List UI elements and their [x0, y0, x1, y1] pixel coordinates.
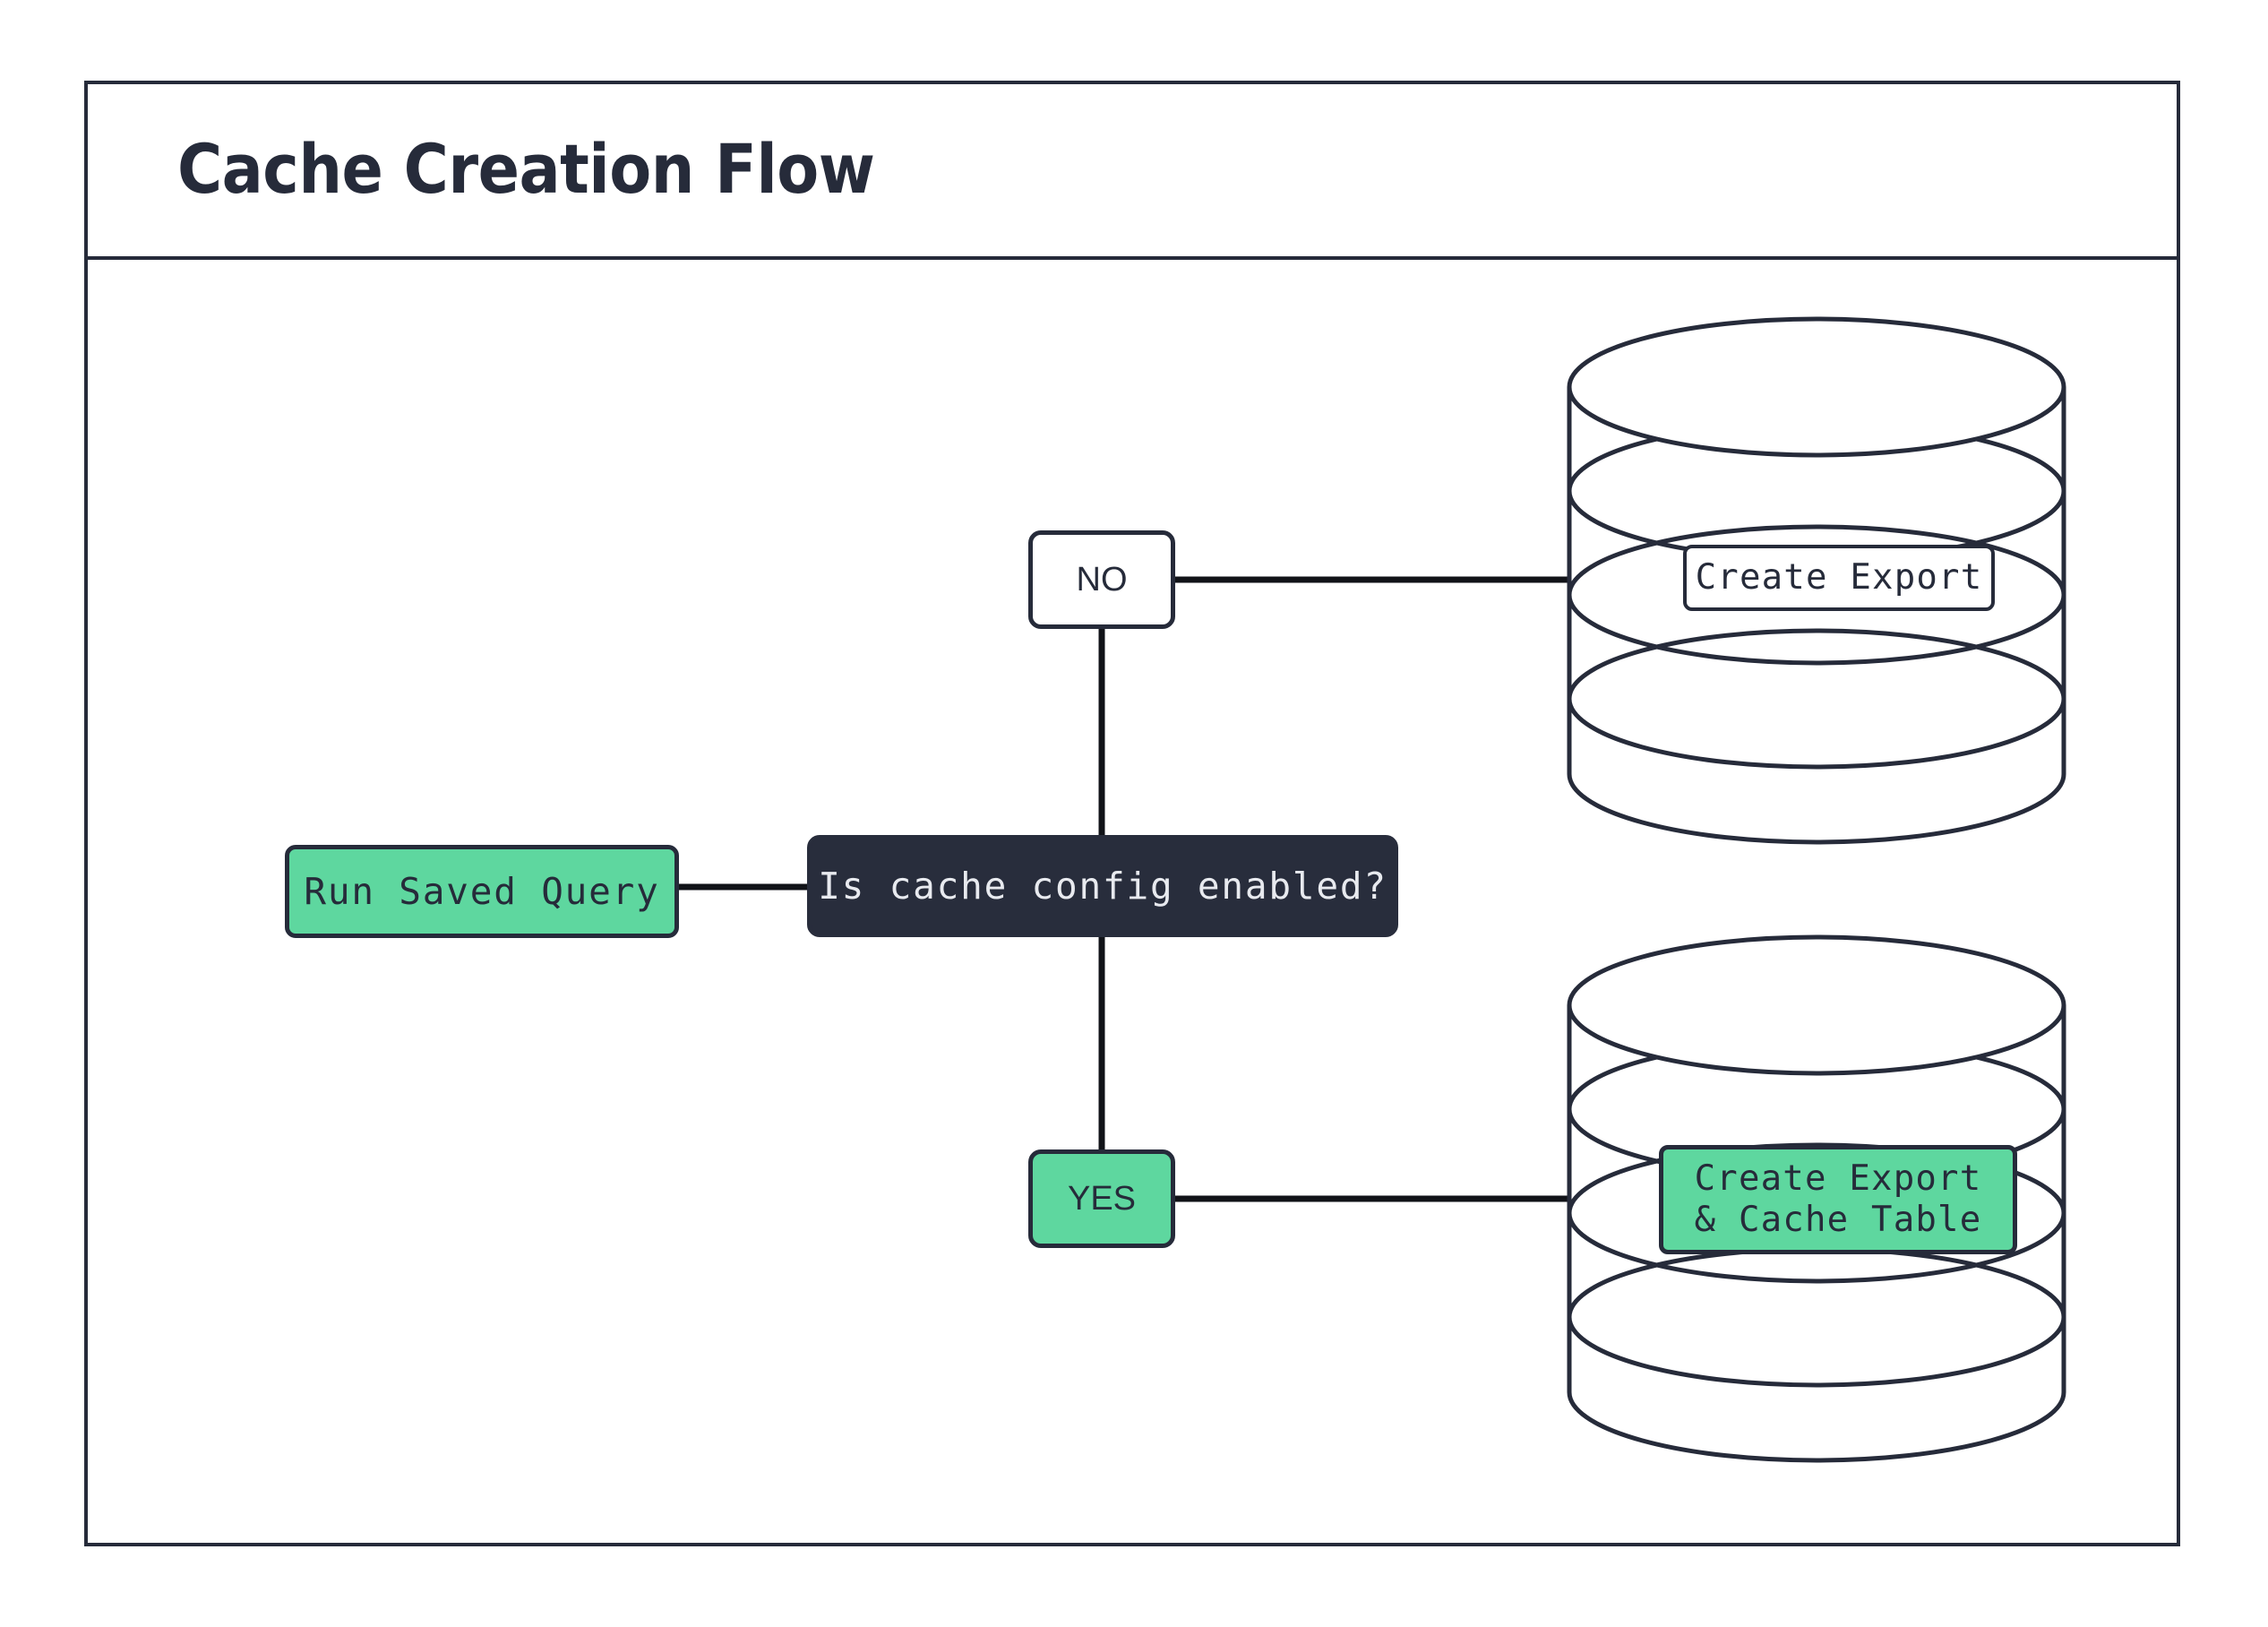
db-ring	[1567, 934, 2066, 1076]
node-create-export-database[interactable]	[1566, 315, 2067, 846]
edge-label-no[interactable]: NO	[1028, 530, 1175, 629]
node-create-export-label: Create Export	[1683, 545, 1995, 611]
node-run-saved-query[interactable]: Run Saved Query	[285, 845, 679, 938]
edge-label-yes[interactable]: YES	[1028, 1149, 1175, 1248]
db-ring	[1567, 524, 2066, 666]
db-ring	[1567, 1246, 2066, 1388]
db-ring	[1567, 628, 2066, 770]
node-create-export-cache-table-label: Create Export & Cache Table	[1659, 1145, 2017, 1254]
db-ring	[1567, 316, 2066, 458]
node-decision-is-cache-config-enabled[interactable]: Is cache config enabled?	[807, 835, 1398, 937]
db-label-line-2: & Cache Table	[1694, 1200, 1982, 1240]
db-label-line-1: Create Export	[1694, 1158, 1982, 1199]
title-band: Cache Creation Flow	[84, 81, 2180, 260]
page-title: Cache Creation Flow	[177, 128, 875, 209]
